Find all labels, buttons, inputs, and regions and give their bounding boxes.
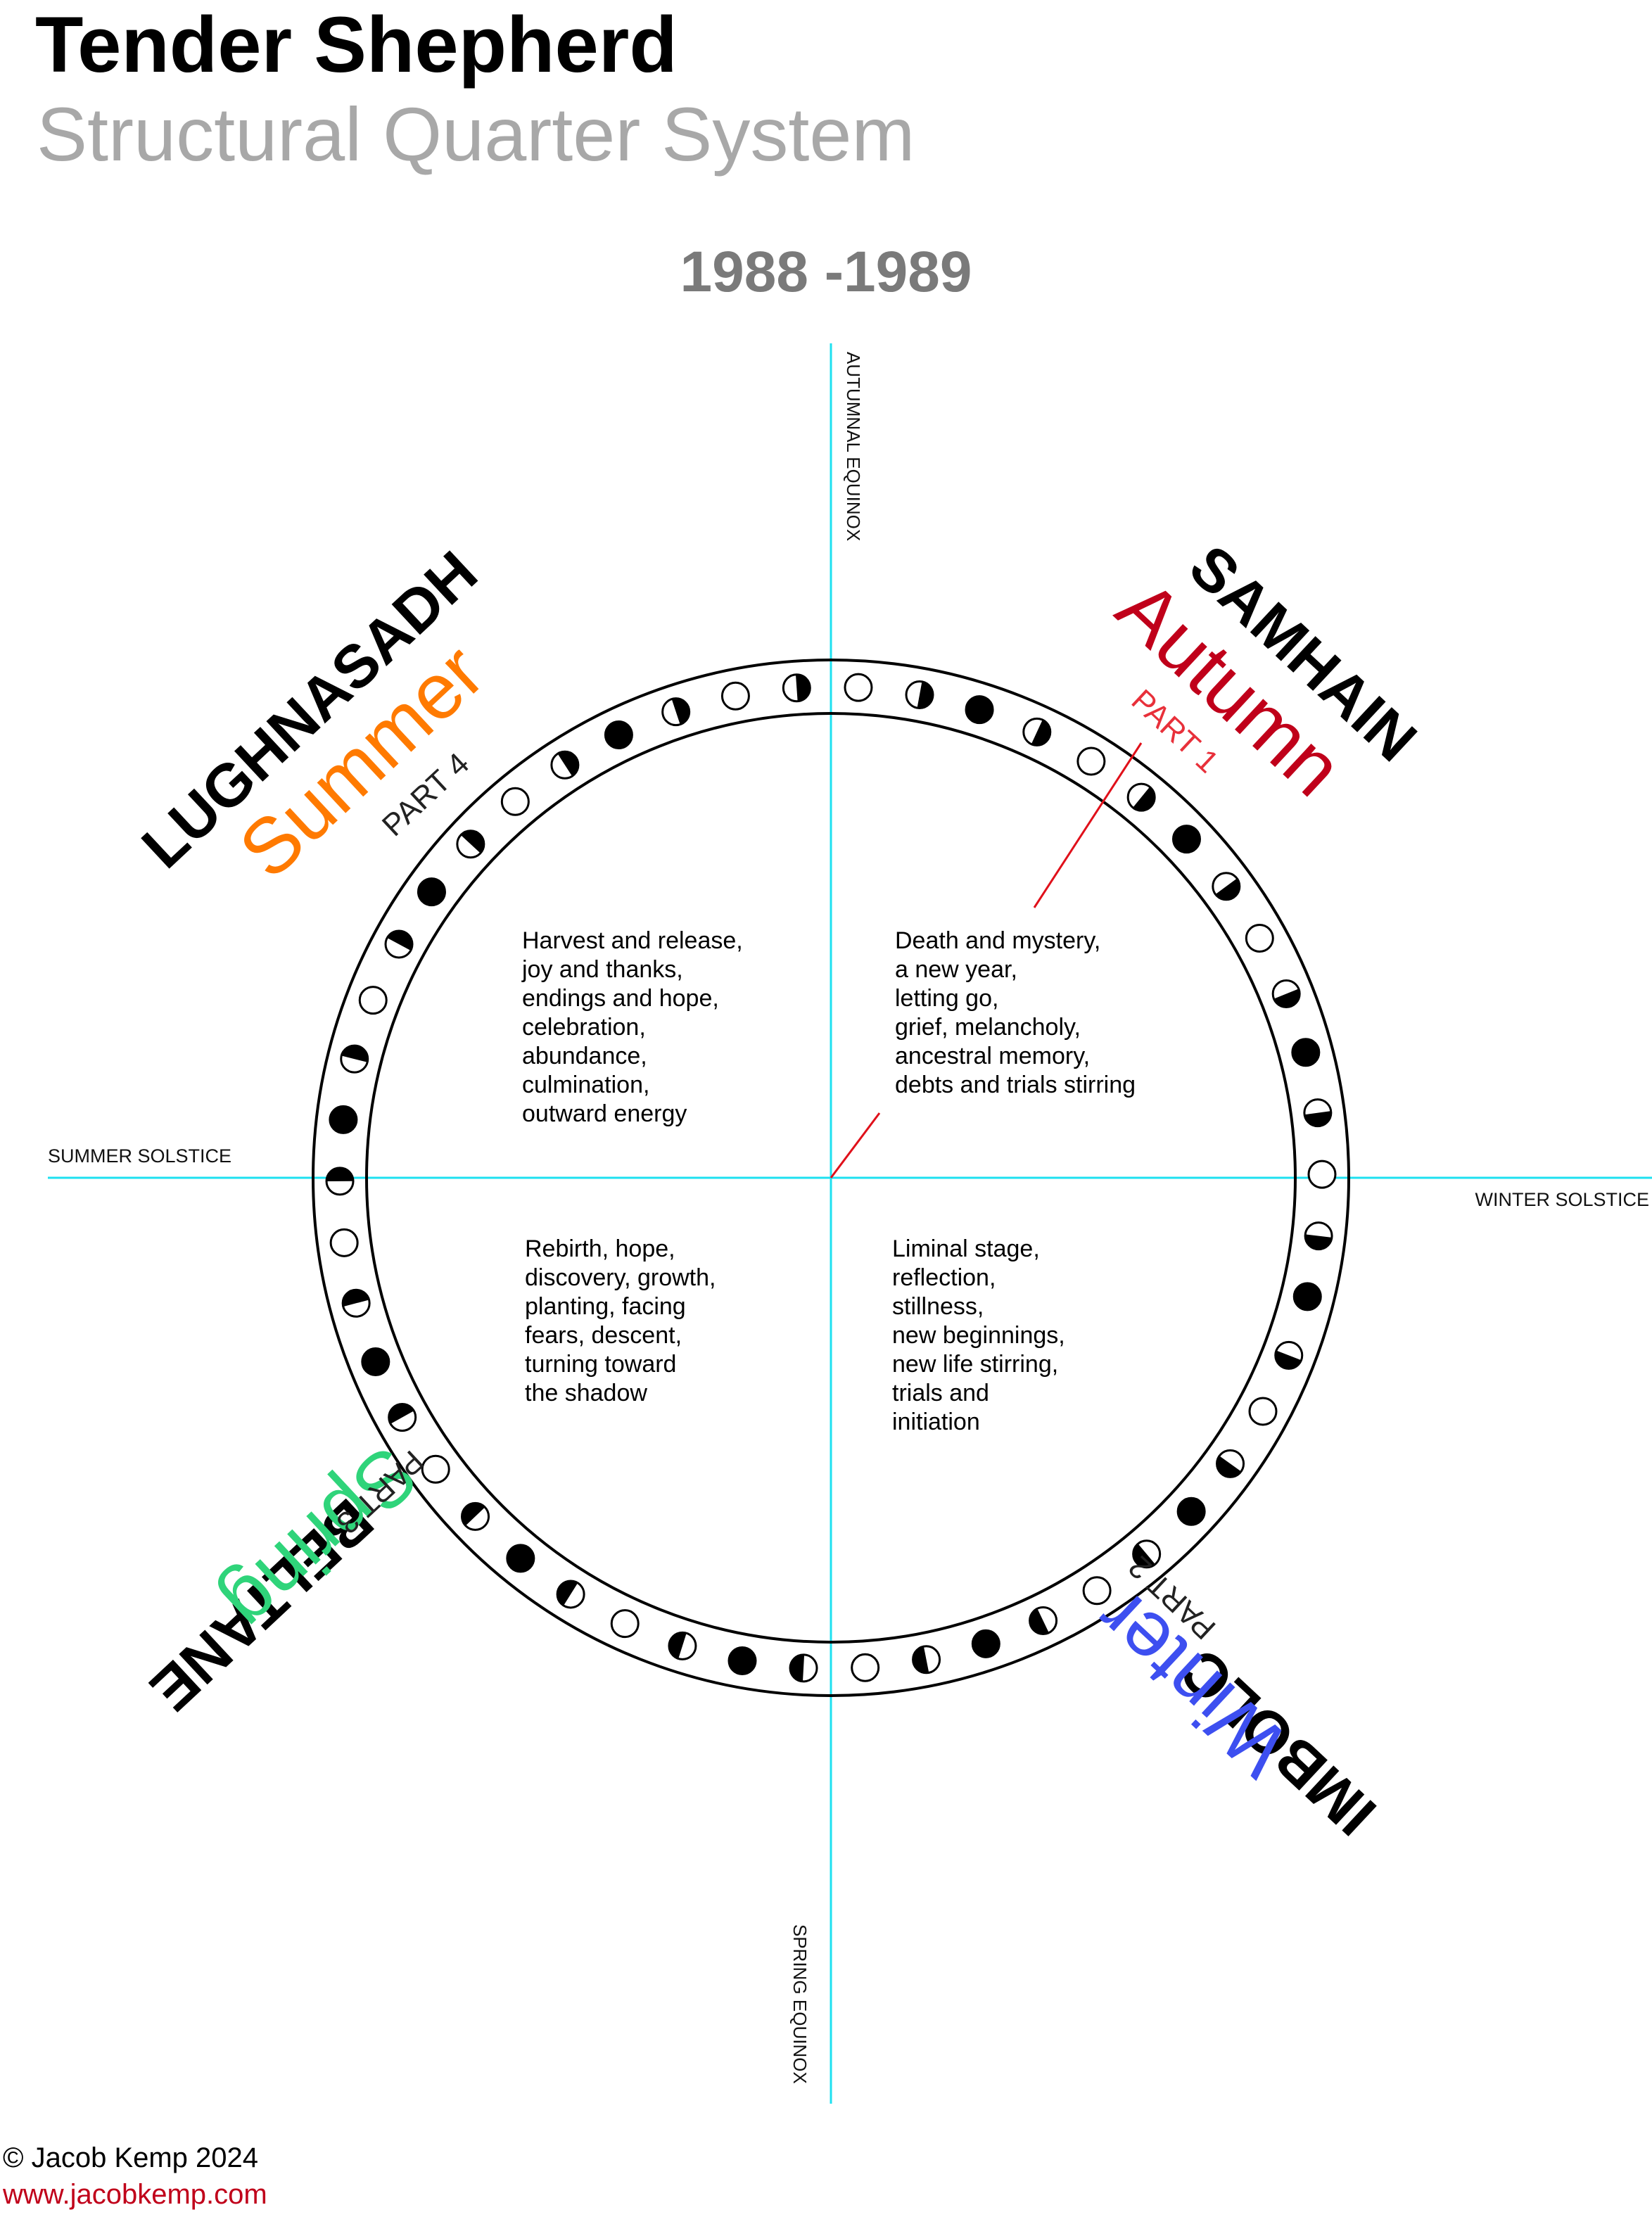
- moon-full-icon: [1082, 1576, 1112, 1606]
- moon-new-icon: [965, 695, 994, 725]
- year-range: 1988 -1989: [680, 240, 972, 304]
- moon-half-icon: [550, 750, 580, 780]
- moon-full-icon: [1307, 1159, 1337, 1189]
- moon-full-icon: [329, 1228, 359, 1257]
- moon-new-icon: [971, 1629, 1000, 1658]
- page-title: Tender Shepherd: [35, 1, 678, 89]
- moon-new-icon: [417, 877, 446, 907]
- pointer-line-upper: [1033, 742, 1143, 908]
- moon-half-icon: [456, 830, 485, 859]
- moon-full-icon: [358, 986, 388, 1015]
- moon-half-icon: [325, 1167, 355, 1196]
- summer-solstice-label: SUMMER SOLSTICE: [48, 1145, 231, 1167]
- moon-half-icon: [556, 1580, 585, 1609]
- moon-new-icon: [361, 1347, 390, 1376]
- winter-solstice-label: WINTER SOLSTICE: [1475, 1189, 1649, 1210]
- moon-half-icon: [1274, 1340, 1304, 1370]
- quarter3-text: Rebirth, hope, discovery, growth, planti…: [525, 1235, 723, 1406]
- moon-phase-ring: [325, 673, 1337, 1683]
- moon-full-icon: [610, 1609, 640, 1639]
- moon-new-icon: [727, 1646, 757, 1676]
- moon-half-icon: [1126, 782, 1156, 812]
- moon-half-icon: [1216, 1449, 1245, 1478]
- website-link[interactable]: www.jacobkemp.com: [3, 2179, 267, 2210]
- moon-new-icon: [604, 720, 633, 750]
- moon-new-icon: [1171, 825, 1201, 854]
- moon-full-icon: [851, 1653, 880, 1682]
- moon-half-icon: [341, 1288, 371, 1318]
- outer-ring: [312, 659, 1350, 1697]
- moon-new-icon: [506, 1544, 535, 1573]
- moon-half-icon: [782, 673, 811, 703]
- moon-half-icon: [388, 1403, 417, 1432]
- moon-full-icon: [1245, 923, 1274, 953]
- moon-new-icon: [329, 1105, 358, 1134]
- moon-half-icon: [461, 1501, 490, 1531]
- pointer-line-lower: [830, 1112, 881, 1178]
- moon-half-icon: [1271, 979, 1301, 1009]
- moon-full-icon: [1076, 746, 1106, 776]
- moon-half-icon: [661, 697, 691, 727]
- page-subtitle: Structural Quarter System: [37, 91, 915, 177]
- moon-full-icon: [844, 673, 873, 702]
- moon-new-icon: [1292, 1282, 1322, 1311]
- moon-full-icon: [1248, 1397, 1278, 1426]
- moon-half-icon: [384, 929, 414, 959]
- quarter2-text: Liminal stage, reflection, stillness, ne…: [892, 1235, 1072, 1435]
- moon-full-icon: [720, 681, 750, 711]
- moon-half-icon: [789, 1653, 818, 1683]
- autumnal-equinox-label: AUTUMNAL EQUINOX: [843, 352, 864, 541]
- moon-half-icon: [668, 1631, 697, 1660]
- spring-equinox-label: SPRING EQUINOX: [789, 1924, 811, 2084]
- moon-half-icon: [1022, 717, 1052, 746]
- moon-half-icon: [912, 1645, 941, 1675]
- moon-full-icon: [421, 1454, 450, 1484]
- moon-half-icon: [340, 1044, 369, 1074]
- quarter1-text: Death and mystery, a new year, letting g…: [895, 927, 1136, 1098]
- moon-new-icon: [1291, 1038, 1321, 1067]
- moon-half-icon: [1132, 1539, 1162, 1569]
- moon-new-icon: [1176, 1497, 1206, 1526]
- moon-half-icon: [905, 680, 934, 709]
- moon-half-icon: [1029, 1606, 1058, 1635]
- moon-full-icon: [500, 787, 530, 816]
- quarter4-text: Harvest and release, joy and thanks, end…: [521, 927, 749, 1127]
- moon-half-icon: [1304, 1221, 1333, 1251]
- moon-half-icon: [1303, 1098, 1333, 1128]
- quarter-part4: LUGHNASADH Summer PART 4 Harvest and rel…: [129, 538, 749, 1127]
- moon-half-icon: [1212, 872, 1241, 901]
- copyright-text: © Jacob Kemp 2024: [3, 2142, 259, 2173]
- quarter-part1: SAMHAIN Autumn PART 1 Death and mystery,…: [895, 533, 1429, 1098]
- inner-ring: [365, 712, 1297, 1644]
